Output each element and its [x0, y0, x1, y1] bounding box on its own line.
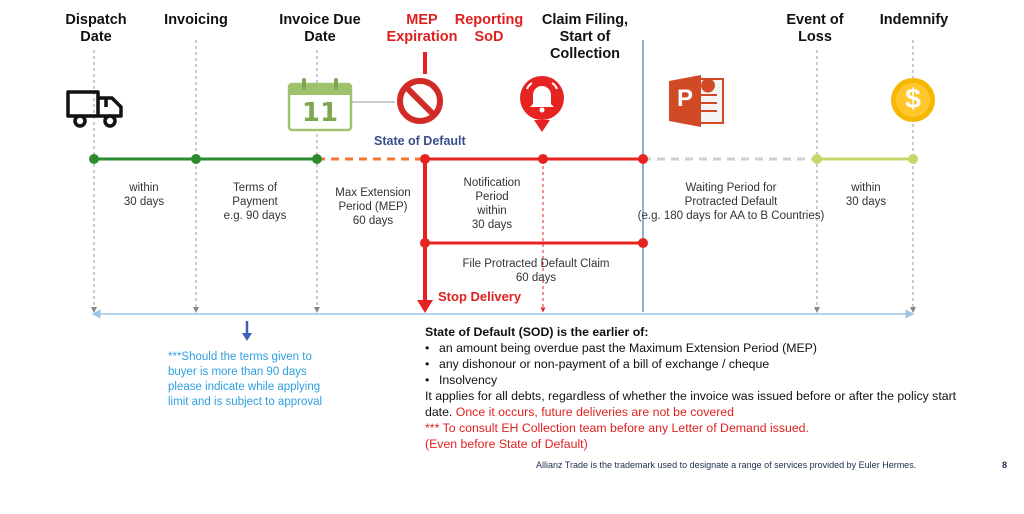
header-reporting-sod: Reporting SoD	[454, 12, 524, 45]
node-indemnify	[908, 154, 918, 164]
sod-definition: State of Default (SOD) is the earlier of…	[425, 324, 956, 452]
powerpoint-letter: P	[676, 85, 693, 112]
period-terms-of-payment: Terms of Payment e.g. 90 days	[223, 182, 287, 222]
dollar-sign: $	[905, 83, 921, 114]
header-mep-expiration: MEP Expiration	[386, 12, 458, 45]
sod-bullet: an amount being overdue past the Maximum…	[425, 340, 956, 356]
timeline-nodes	[89, 154, 918, 248]
node-claim-branch-start	[420, 238, 430, 248]
sod-even-before-line: (Even before State of Default)	[425, 437, 588, 451]
stop-delivery-label: Stop Delivery	[438, 289, 522, 304]
prohibited-icon	[397, 78, 443, 124]
period-notification: Notification Period within 30 days	[463, 177, 521, 231]
calendar-icon	[287, 78, 353, 132]
dollar-coin-icon	[891, 78, 935, 122]
node-eol	[812, 154, 822, 164]
sod-date-line: date. Once it occurs, future deliveries …	[425, 405, 734, 419]
node-due	[312, 154, 322, 164]
powerpoint-icon	[669, 75, 724, 127]
alarm-bell-icon	[520, 76, 564, 132]
node-dispatch	[89, 154, 99, 164]
sod-consult-line: *** To consult EH Collection team before…	[425, 421, 809, 435]
period-waiting-protracted: Waiting Period for Protracted Default (e…	[637, 182, 825, 222]
stop-arrowhead	[417, 300, 433, 313]
header-event-of-loss: Event of Loss	[786, 12, 844, 45]
node-invoicing	[191, 154, 201, 164]
period-dispatch-to-invoice: within 30 days	[123, 182, 165, 208]
period-file-claim: File Protracted Default Claim 60 days	[462, 258, 610, 284]
period-eol-to-indemnify: within 30 days	[845, 182, 887, 208]
sod-bullet: Insolvency	[425, 372, 956, 388]
sod-applies-line: It applies for all debts, regardless of …	[425, 389, 957, 403]
truck-icon	[66, 90, 123, 128]
header-indemnify: Indemnify	[879, 12, 949, 28]
node-claim-branch-end	[638, 238, 648, 248]
node-mep	[420, 154, 430, 164]
page-number: 8	[1002, 460, 1008, 470]
node-reporting	[538, 154, 548, 164]
terms-note: ***Should the terms given to buyer is mo…	[168, 351, 323, 408]
header-invoice-due-date: Invoice Due Date	[279, 12, 361, 45]
header-dispatch-date: Dispatch Date	[65, 12, 127, 45]
sod-bullet: any dishonour or non-payment of a bill o…	[425, 356, 956, 372]
footer-trademark: Allianz Trade is the trademark used to d…	[536, 460, 917, 470]
header-invoicing: Invoicing	[164, 12, 228, 28]
state-of-default-label: State of Default	[374, 134, 466, 148]
calendar-day-number: 11	[301, 98, 339, 128]
node-claim	[638, 154, 648, 164]
period-max-extension: Max Extension Period (MEP) 60 days	[335, 187, 411, 227]
header-claim-filing: Claim Filing, Start of Collection	[541, 12, 629, 62]
down-arrow-icon	[242, 321, 252, 341]
sod-title: State of Default (SOD) is the earlier of…	[425, 325, 649, 339]
